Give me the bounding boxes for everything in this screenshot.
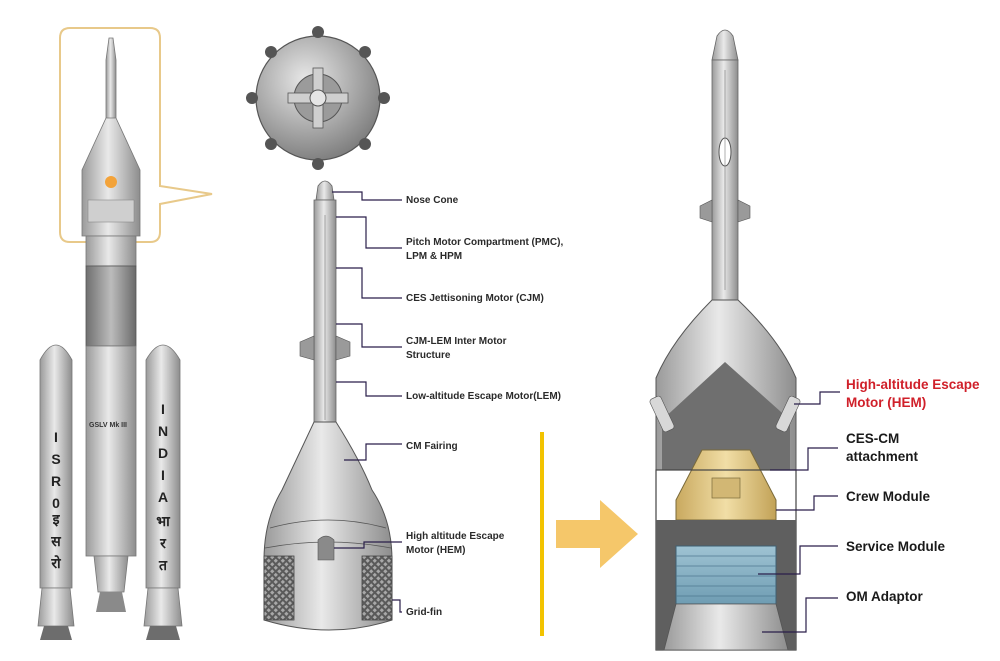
label-nose-cone: Nose Cone xyxy=(406,195,459,206)
label-hem-right: High-altitude Escape Motor (HEM) xyxy=(846,376,980,411)
india-hindi-letter: र xyxy=(160,535,166,551)
isro-booster-text: I S R 0 xyxy=(47,426,65,514)
isro-letter: 0 xyxy=(52,495,60,511)
label-cjm-lem-line2: Structure xyxy=(406,349,451,361)
india-letter: A xyxy=(157,489,169,505)
cutaway-illustration xyxy=(649,29,801,651)
label-ces-cm-attachment: CES-CM attachment xyxy=(846,430,918,465)
india-hindi-letter: भा xyxy=(156,513,170,529)
india-letter: D xyxy=(157,445,169,461)
label-hem-mid-line1: High altitude Escape xyxy=(406,531,505,542)
label-grid-fin: Grid-fin xyxy=(406,607,443,618)
isro-letter: S xyxy=(51,451,61,467)
label-hem-right-line2: Motor (HEM) xyxy=(846,394,927,410)
label-cjm-lem: CJM-LEM Inter Motor Structure xyxy=(406,335,507,362)
isro-hindi-letter: इ xyxy=(52,511,60,527)
india-letter: N xyxy=(157,423,169,439)
label-pmc-line1: Pitch Motor Compartment (PMC), xyxy=(406,237,564,248)
label-ces-cm-line2: attachment xyxy=(846,448,919,464)
isro-letter: R xyxy=(50,473,62,489)
gslv-rocket-illustration xyxy=(37,27,213,640)
india-hindi-text: भा र त xyxy=(154,510,172,576)
isro-hindi-letter: स xyxy=(51,533,61,549)
label-pmc-line2: LPM & HPM xyxy=(406,250,463,262)
label-lem: Low-altitude Escape Motor(LEM) xyxy=(406,391,561,402)
isro-letter: I xyxy=(54,429,58,445)
middle-leader-lines xyxy=(332,191,402,613)
isro-hindi-letter: रो xyxy=(51,555,61,571)
label-crew-module: Crew Module xyxy=(846,489,931,504)
india-hindi-letter: त xyxy=(159,557,167,573)
label-hem-right-line1: High-altitude Escape xyxy=(846,377,980,392)
label-hem-mid-line2: Motor (HEM) xyxy=(406,544,466,556)
isro-hindi-text: इ स रो xyxy=(47,508,65,574)
india-letter: I xyxy=(161,467,165,483)
label-cjm-lem-line1: CJM-LEM Inter Motor xyxy=(406,336,507,347)
right-leader-lines xyxy=(758,391,840,633)
label-cm-fairing: CM Fairing xyxy=(406,441,458,452)
gslv-core-label: GSLV Mk III xyxy=(89,422,127,429)
label-om-adaptor: OM Adaptor xyxy=(846,589,923,604)
transition-arrow xyxy=(556,500,638,568)
label-hem-mid: High altitude Escape Motor (HEM) xyxy=(406,530,504,557)
label-ces-cm-line1: CES-CM xyxy=(846,431,900,446)
label-service-module: Service Module xyxy=(846,539,946,554)
india-booster-text: I N D I A xyxy=(154,398,172,508)
label-pmc: Pitch Motor Compartment (PMC), LPM & HPM xyxy=(406,236,563,263)
label-cjm: CES Jettisoning Motor (CJM) xyxy=(406,293,544,304)
ces-top-view xyxy=(246,26,390,170)
india-letter: I xyxy=(161,401,165,417)
ces-side-view xyxy=(263,180,393,631)
